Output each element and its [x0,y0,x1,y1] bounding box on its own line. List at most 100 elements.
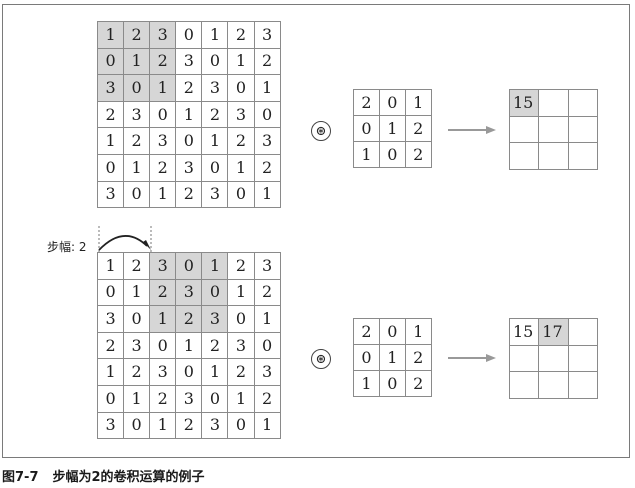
filter-cell: 1 [404,89,432,116]
filter-cell: 1 [353,370,380,397]
input-cell: 2 [175,411,203,440]
output-cell [538,89,569,117]
caption-text: 步幅为2的卷积运算的例子 [52,470,205,485]
matrix-row [508,115,598,143]
input-cell: 1 [201,21,229,49]
output-cell [567,89,598,117]
filter-cell: 1 [404,318,432,345]
input-cell: 1 [96,21,125,49]
filter-cell: 2 [404,370,432,397]
filter-cell: 0 [378,141,406,168]
output-cell [538,142,569,170]
input-cell: 2 [149,278,177,307]
input-cell: 0 [149,100,177,129]
input-cell: 2 [149,153,177,182]
output-cell [567,115,598,143]
input-cell: 3 [175,153,203,182]
input-cell: 1 [123,384,151,413]
input-cell: 3 [149,252,177,280]
filter-cell: 2 [404,344,432,371]
input-cell: 0 [175,252,203,280]
input-cell: 1 [201,252,229,280]
input-cell: 3 [149,127,177,155]
output-cell [508,115,540,143]
convolution-operator-icon: ⊛ [311,349,331,369]
input-cell: 0 [123,305,151,333]
input-cell: 2 [123,21,151,49]
input-cell: 3 [253,358,281,386]
convolution-operator-icon: ⊛ [311,121,331,141]
input-cell: 1 [253,305,281,333]
input-cell: 0 [253,331,281,360]
input-cell: 2 [227,127,255,155]
matrix-row: 15 [508,89,598,117]
input-cell: 0 [96,153,125,182]
input-cell: 1 [96,358,125,386]
input-cell: 2 [96,100,125,129]
input-cell: 0 [175,21,203,49]
input-cell: 3 [201,180,229,209]
filter-cell: 1 [378,115,406,142]
filter-cell: 1 [378,344,406,371]
input-cell: 0 [227,180,255,209]
input-cell: 2 [227,358,255,386]
input-cell: 0 [201,278,229,307]
stride-label: 步幅: 2 [47,240,87,254]
input-cell: 2 [123,358,151,386]
output-cell: 17 [538,318,569,346]
input-cell: 0 [253,100,281,129]
input-cell: 2 [123,127,151,155]
filter-cell: 2 [404,141,432,168]
input-cell: 2 [149,47,177,76]
input-cell: 2 [149,384,177,413]
input-cell: 1 [253,74,281,102]
input-cell: 3 [175,278,203,307]
input-cell: 0 [227,305,255,333]
input-cell: 1 [227,47,255,76]
input-cell: 1 [123,47,151,76]
input-cell: 0 [96,278,125,307]
filter-cell: 2 [353,318,380,345]
input-cell: 1 [123,278,151,307]
stride-arrow-icon [98,226,152,253]
output-cell [567,142,598,170]
input-cell: 3 [201,74,229,102]
input-cell: 0 [227,411,255,440]
input-cell: 2 [201,100,229,129]
input-cell: 0 [175,127,203,155]
input-cell: 1 [149,305,177,333]
output-cell [538,371,569,399]
input-cell: 0 [201,153,229,182]
output-cell [567,344,598,372]
input-cell: 3 [253,252,281,280]
filter-cell: 2 [404,115,432,142]
output-cell [567,318,598,346]
input-cell: 0 [123,180,151,209]
input-cell: 0 [227,74,255,102]
matrix-row [508,142,598,170]
input-cell: 2 [253,278,281,307]
input-cell: 1 [175,100,203,129]
input-cell: 1 [201,127,229,155]
input-cell: 3 [201,305,229,333]
input-cell: 3 [96,180,125,209]
input-cell: 1 [227,278,255,307]
filter-cell: 0 [378,370,406,397]
output-matrix-step-1: 15 [508,89,598,170]
output-cell [508,344,540,372]
filter-cell: 0 [353,115,380,142]
input-cell: 0 [96,384,125,413]
